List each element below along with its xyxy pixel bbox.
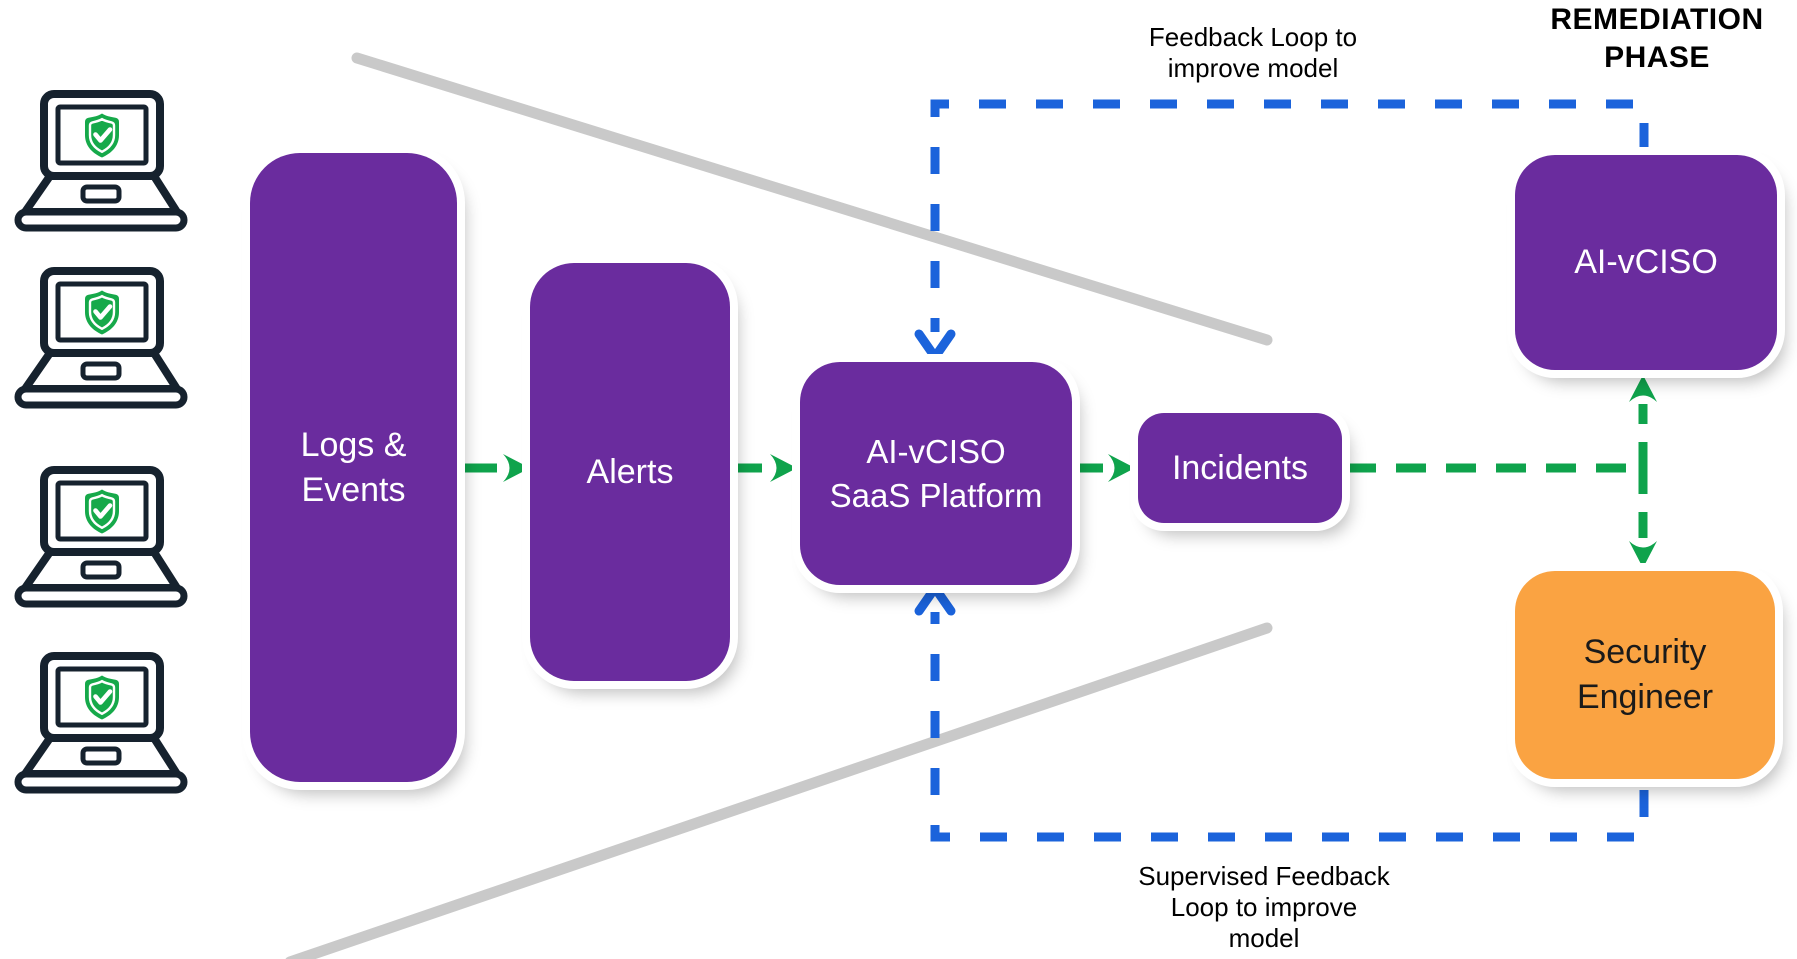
laptop-with-shield-check-icon [14, 466, 188, 608]
remediation-phase-title: REMEDIATION PHASE [1550, 3, 1764, 74]
node-security-engineer: Security Engineer [1515, 571, 1775, 779]
laptop-endpoint-icon [10, 466, 192, 614]
laptop-with-shield-check-icon [14, 267, 188, 409]
node-logs-events: Logs & Events [250, 153, 457, 782]
funnel-line-bottom [285, 622, 1273, 959]
edge-alerts-saas-arrowhead [770, 454, 797, 482]
edge-junction-security-arrowhead [1629, 541, 1657, 568]
laptop-with-shield-check-icon [14, 652, 188, 794]
node-aivciso-remediation: AI-vCISO [1515, 155, 1777, 370]
laptop-endpoint-icon [10, 267, 192, 415]
laptop-with-shield-check-icon [14, 90, 188, 232]
edge-feedback-bottom-arrowhead [914, 583, 956, 616]
feedback-loop-top-label: Feedback Loop to improve model [1148, 22, 1358, 83]
node-incidents: Incidents [1138, 413, 1342, 523]
edge-logs-alerts-arrowhead [503, 454, 530, 482]
edge-feedback-bottom-path [930, 612, 1649, 842]
edge-feedback-top-arrowhead [914, 329, 956, 362]
laptop-endpoint-icon [10, 90, 192, 238]
funnel-line-top [351, 52, 1273, 346]
edge-feedback-top-path [930, 99, 1649, 332]
feedback-loop-bottom-label: Supervised Feedback Loop to improve mode… [1138, 861, 1390, 953]
edge-junction-aivciso-arrowhead [1629, 375, 1657, 402]
laptop-endpoint-icon [10, 652, 192, 800]
endpoint-laptops-column [0, 0, 200, 959]
node-alerts: Alerts [530, 263, 730, 681]
edge-saas-incidents-arrowhead [1108, 454, 1135, 482]
node-aivciso-saas-platform: AI-vCISO SaaS Platform [800, 362, 1072, 585]
